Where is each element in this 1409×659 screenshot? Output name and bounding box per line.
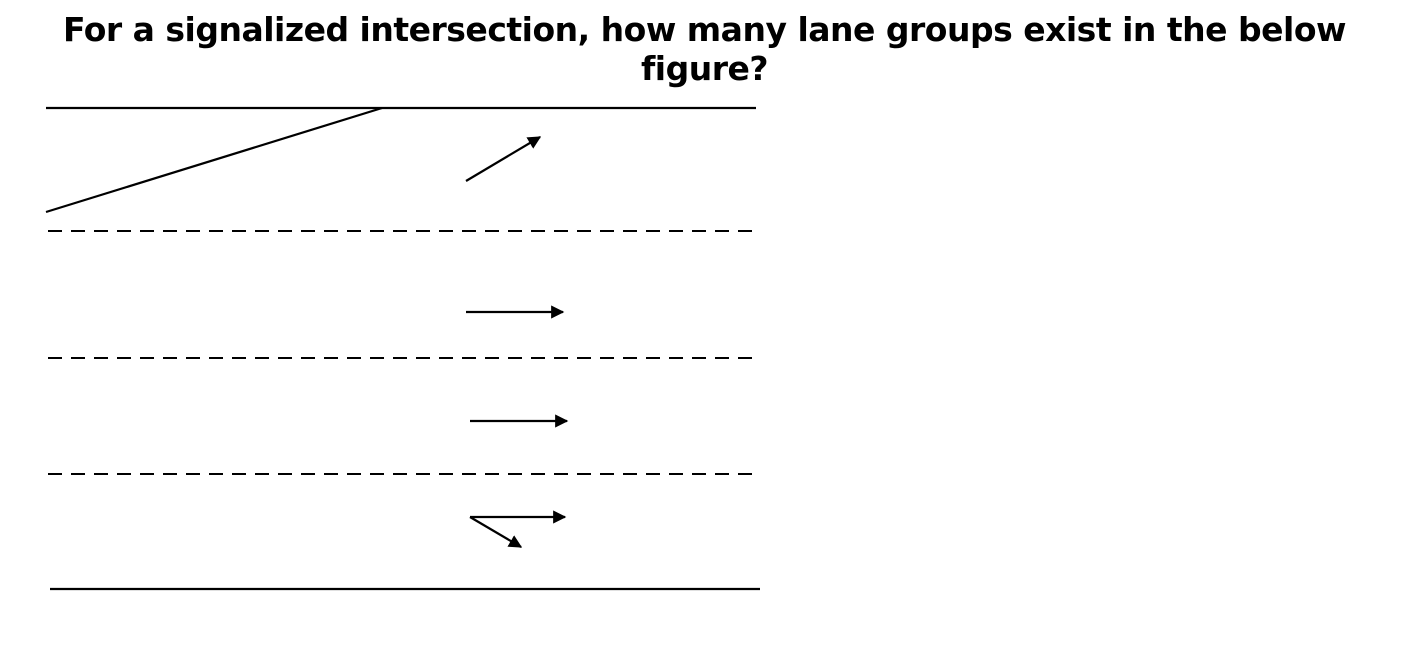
through-left-arrow-icon	[469, 510, 567, 548]
right-turn-arrow-icon	[465, 136, 542, 182]
question-text: For a signalized intersection, how many …	[63, 10, 1347, 88]
taper-line	[45, 106, 383, 214]
